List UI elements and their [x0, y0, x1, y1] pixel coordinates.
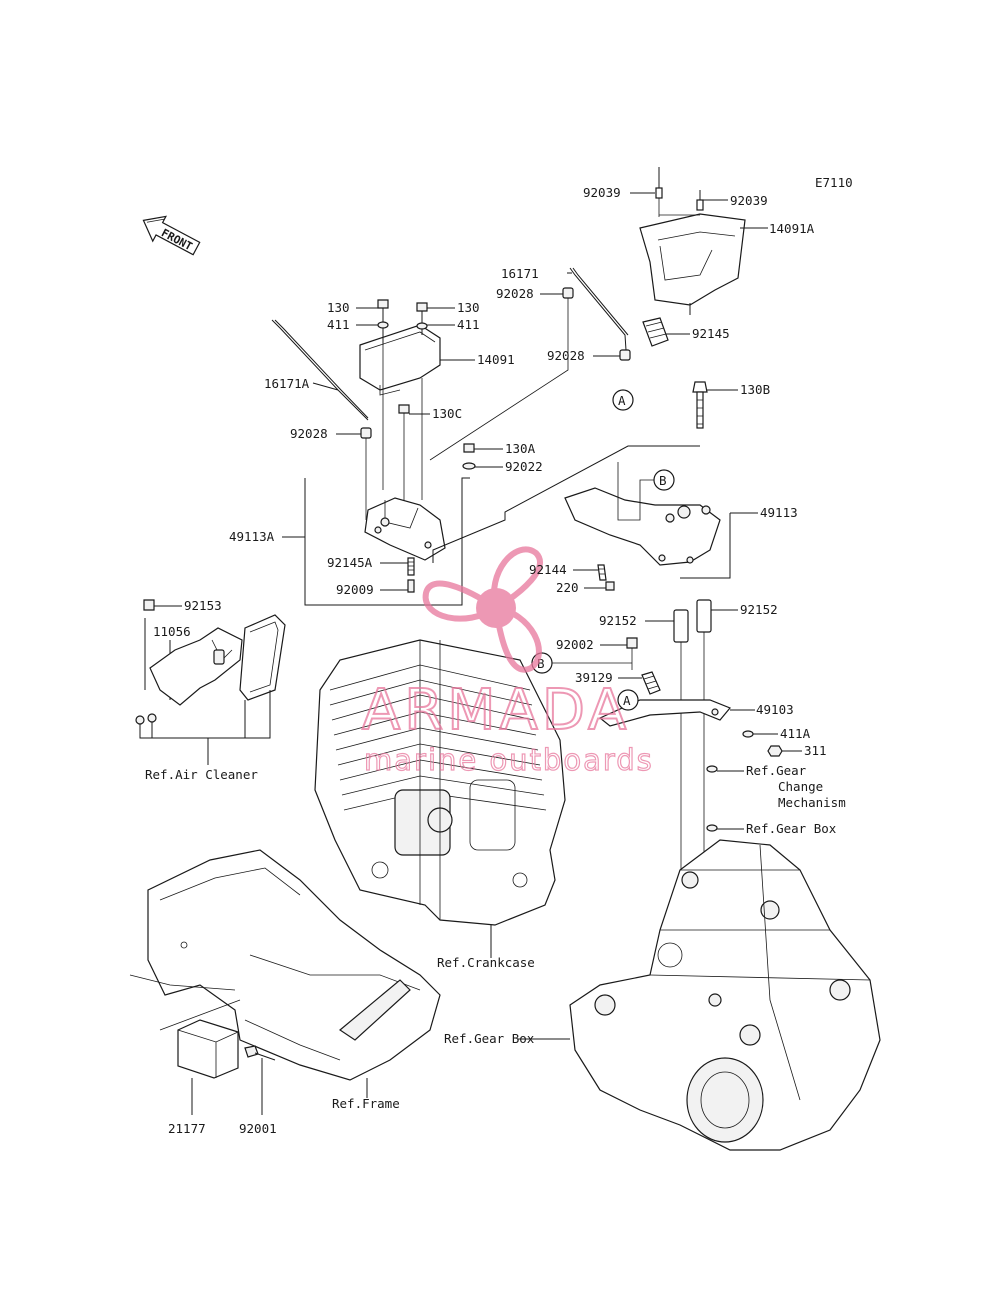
callout-92028-c: 92028 — [290, 426, 328, 441]
svg-text:A: A — [623, 693, 631, 708]
bolt-130B — [692, 381, 708, 429]
callout-92009: 92009 — [336, 582, 374, 597]
callout-11056: 11056 — [153, 624, 191, 639]
callout-ref-gear-change-3: Mechanism — [778, 795, 846, 810]
sleeve-92152-right — [696, 599, 712, 870]
callout-411-right: 411 — [457, 317, 480, 332]
engine-crankcase — [314, 639, 566, 958]
svg-text:B: B — [659, 473, 667, 488]
callout-92145: 92145 — [692, 326, 730, 341]
nut-311 — [767, 745, 783, 757]
rod-16171A — [271, 319, 369, 421]
callout-16171: 16171 — [501, 266, 539, 281]
callout-21177: 21177 — [168, 1121, 206, 1136]
callout-ref-frame: Ref.Frame — [332, 1096, 400, 1111]
spring-39129 — [641, 671, 661, 695]
spring-92144 — [597, 564, 607, 581]
marker-B-1: B — [653, 469, 675, 491]
callout-92028-b: 92028 — [547, 348, 585, 363]
bracket-49113 — [432, 445, 731, 579]
bracket-49113A — [304, 477, 470, 606]
gear-box — [518, 839, 881, 1151]
cover-14091 — [359, 324, 441, 396]
clip-92028-b — [619, 349, 631, 361]
svg-text:A: A — [618, 393, 626, 408]
callout-311: 311 — [804, 743, 827, 758]
callout-92028-a: 92028 — [496, 286, 534, 301]
callout-92144: 92144 — [529, 562, 567, 577]
callout-92152-right: 92152 — [740, 602, 778, 617]
diagram-code: E7110 — [815, 175, 853, 190]
callout-49113A: 49113A — [229, 529, 275, 544]
callout-14091: 14091 — [477, 352, 515, 367]
callout-130B: 130B — [740, 382, 770, 397]
spring-92145 — [642, 317, 669, 347]
ref-gear-change-washer — [706, 765, 718, 773]
watermark-brand: ARMADA — [362, 678, 630, 743]
callout-130-left: 130 — [327, 300, 350, 315]
callout-ref-gear-box-upper: Ref.Gear Box — [746, 821, 837, 836]
svg-text:B: B — [537, 656, 545, 671]
leader-lines — [154, 192, 802, 830]
clip-92028-a — [562, 287, 574, 299]
washer-411A — [742, 730, 754, 738]
callout-ref-crankcase: Ref.Crankcase — [437, 955, 535, 970]
ref-gear-box-washer — [706, 824, 718, 832]
callout-92152-left: 92152 — [599, 613, 637, 628]
callout-49113: 49113 — [760, 505, 798, 520]
bolt-92153 — [143, 599, 155, 611]
callout-ref-air-cleaner: Ref.Air Cleaner — [145, 767, 258, 782]
pin-220 — [605, 581, 615, 591]
callout-92039-right: 92039 — [730, 193, 768, 208]
frame — [129, 849, 441, 1098]
callout-39129: 39129 — [575, 670, 613, 685]
armada-watermark: ARMADA marine outboards — [361, 546, 654, 778]
washer-411-right — [416, 322, 428, 330]
callout-92002: 92002 — [556, 637, 594, 652]
callout-92001: 92001 — [239, 1121, 277, 1136]
washer-92022 — [462, 462, 476, 470]
front-arrow-icon: FRONT — [142, 215, 201, 256]
callout-92145A: 92145A — [327, 555, 373, 570]
callout-130-right: 130 — [457, 300, 480, 315]
callout-labels: 92039 92039 14091A 16171 92028 130 130 4… — [145, 185, 846, 1136]
pin-92039-right — [696, 190, 704, 211]
callout-92022: 92022 — [505, 459, 543, 474]
callout-ref-gear-change-1: Ref.Gear — [746, 763, 807, 778]
bolt-92002 — [626, 637, 638, 670]
bolt-92001 — [244, 1045, 276, 1115]
clip-92028-c — [360, 427, 372, 520]
callout-130A: 130A — [505, 441, 536, 456]
pin-92039-left — [655, 167, 663, 217]
bolt-130C — [398, 404, 410, 500]
callout-130C: 130C — [432, 406, 462, 421]
callout-14091A: 14091A — [769, 221, 815, 236]
callout-92153: 92153 — [184, 598, 222, 613]
bracket-11056 — [135, 614, 286, 765]
marker-A-1: A — [612, 389, 634, 411]
callout-220: 220 — [556, 580, 579, 595]
callout-411A: 411A — [780, 726, 811, 741]
cover-14091A — [639, 213, 746, 315]
bolt-92009 — [407, 579, 415, 593]
sleeve-92152-left — [673, 609, 689, 880]
callout-411-left: 411 — [327, 317, 350, 332]
watermark-tagline: marine outboards — [364, 743, 654, 777]
propeller-logo-icon — [422, 546, 543, 673]
relay-21177 — [159, 999, 241, 1115]
callout-ref-gear-change-2: Change — [778, 779, 823, 794]
callout-16171A: 16171A — [264, 376, 310, 391]
marker-A-2: A — [617, 689, 639, 711]
washer-411-left — [377, 321, 389, 329]
callout-92039-left: 92039 — [583, 185, 621, 200]
callout-49103: 49103 — [756, 702, 794, 717]
bolt-130A — [463, 443, 475, 453]
rod-16171 — [569, 267, 629, 351]
callout-ref-gear-box-lower: Ref.Gear Box — [444, 1031, 535, 1046]
spring-92145A — [407, 557, 415, 576]
